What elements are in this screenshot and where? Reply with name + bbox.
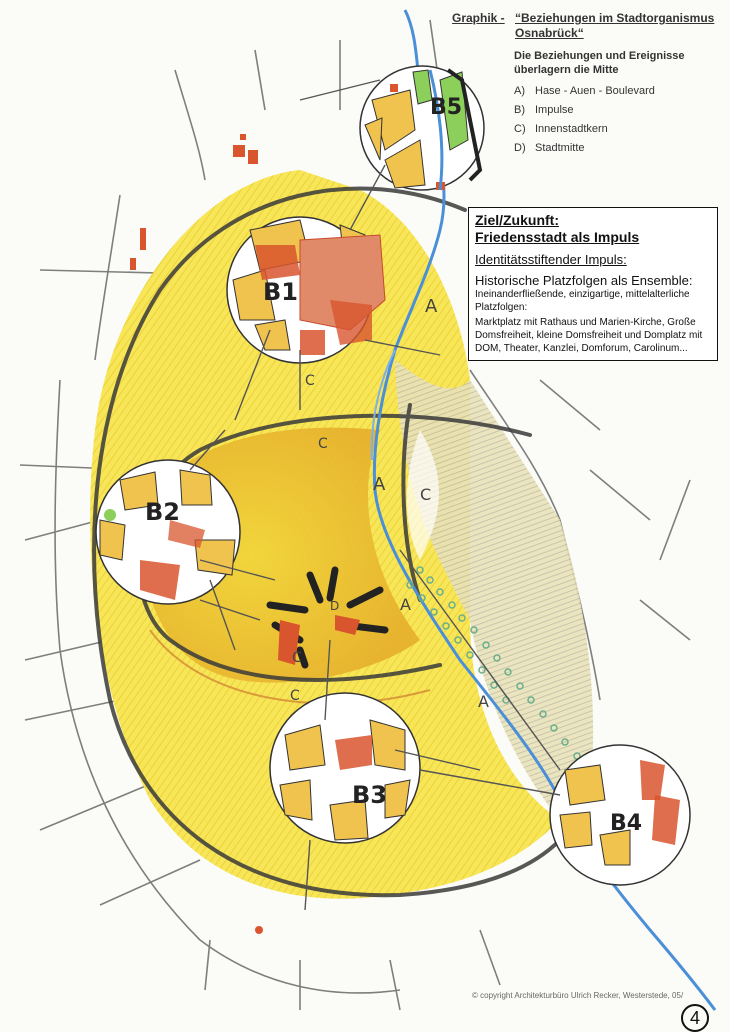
legend-item: C) Innenstadtkern — [514, 123, 719, 142]
label-c-2: C — [318, 436, 328, 452]
impulse-heading: Identitätsstiftender Impuls: — [475, 252, 627, 267]
legend: A) Hase - Auen - Boulevard B) Impulse C) In… — [514, 85, 719, 161]
label-b1: B1 — [263, 278, 298, 306]
legend-text: Hase - Auen - Boulevard — [535, 85, 655, 97]
impulse-circle-b4: B4 — [549, 744, 691, 886]
legend-key: D) — [514, 142, 526, 154]
legend-key: A) — [514, 85, 525, 97]
label-d: D — [330, 599, 339, 613]
ensemble-line1: Ineinanderfließende, einzigartige, mitte… — [475, 289, 690, 313]
page-subtitle: Die Beziehungen und Ereignisse überlager… — [514, 50, 685, 76]
goal-heading: Ziel/Zukunft: — [475, 212, 559, 228]
legend-text: Stadtmitte — [535, 142, 585, 154]
impulse-circle-b5: B5 — [359, 65, 485, 191]
context-streets — [19, 19, 691, 1011]
goal-subheading: Friedensstadt als Impuls — [475, 229, 640, 245]
label-a-2: A — [373, 474, 386, 495]
legend-key: C) — [514, 123, 526, 135]
graphic-label: Graphik - — [452, 11, 505, 25]
ensemble-heading: Historische Platzfolgen als Ensemble: — [475, 273, 693, 288]
label-c-3: C — [420, 485, 431, 504]
label-a-3: A — [400, 595, 411, 614]
label-c-1: C — [305, 373, 315, 389]
label-b4: B4 — [610, 811, 642, 836]
label-b3: B3 — [352, 781, 387, 809]
label-c-5: C — [290, 688, 300, 704]
label-a-4: A — [478, 692, 489, 711]
copyright-text: © copyright Architekturbüro Ulrich Recke… — [472, 991, 684, 1000]
label-c-4: C — [292, 650, 302, 666]
impulse-circle-b3: B3 — [269, 692, 421, 844]
label-b2: B2 — [145, 498, 180, 526]
page-number: 4 — [681, 1004, 709, 1032]
legend-text: Innenstadtkern — [535, 123, 608, 135]
legend-text: Impulse — [535, 104, 574, 116]
label-b5: B5 — [430, 95, 462, 120]
ensemble-line2: Marktplatz mit Rathaus und Marien-Kirche… — [475, 317, 703, 354]
relation-arrows — [189, 79, 561, 911]
goal-box: Ziel/Zukunft: Friedensstadt als Impuls I… — [468, 207, 718, 361]
outlying-buildings — [130, 134, 263, 934]
impulse-circle-b1: B1 — [226, 216, 386, 364]
legend-item: D) Stadtmitte — [514, 142, 719, 161]
river-zone — [395, 360, 594, 820]
label-a-1: A — [425, 296, 438, 317]
impulse-circle-b2: B2 — [95, 459, 241, 605]
legend-key: B) — [514, 104, 525, 116]
page-title: “Beziehungen im Stadtorganismus Osnabrüc… — [515, 11, 715, 40]
legend-item: B) Impulse — [514, 104, 719, 123]
legend-item: A) Hase - Auen - Boulevard — [514, 85, 719, 104]
